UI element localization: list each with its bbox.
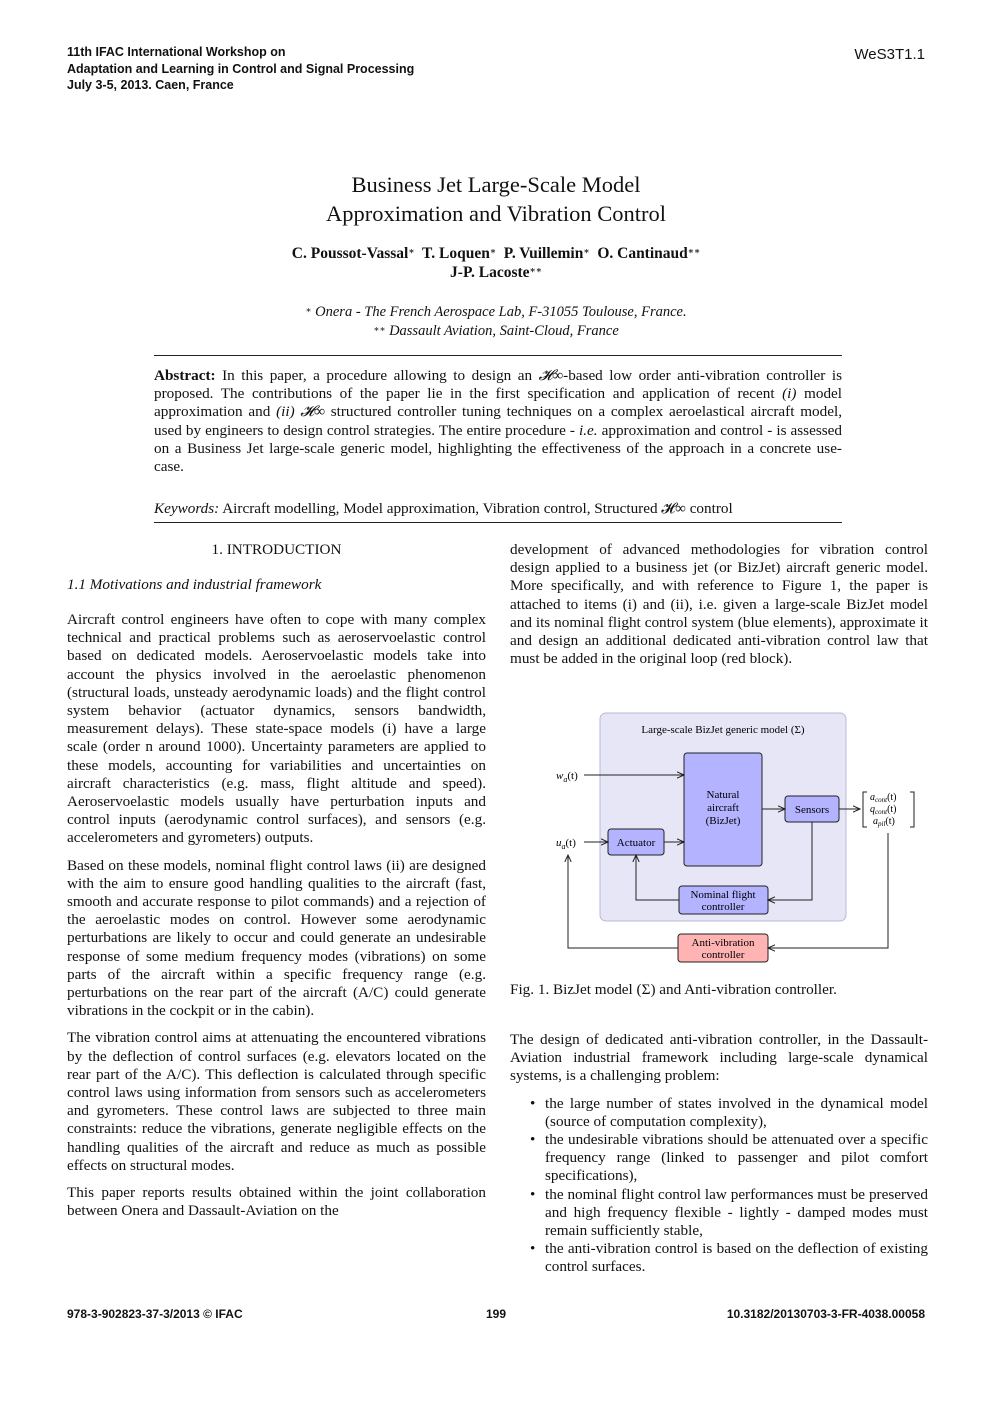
subsection-heading: 1.1 Motivations and industrial framework xyxy=(67,576,322,593)
header-line3: July 3-5, 2013. Caen, France xyxy=(67,78,234,92)
keywords: Keywords: Aircraft modelling, Model appr… xyxy=(154,500,842,518)
arrow-nominal-to-actuator xyxy=(636,855,679,901)
author-name: J-P. Lacoste xyxy=(450,264,530,281)
author-mark: ∗ xyxy=(583,246,590,256)
abstract-text: model approximation and xyxy=(154,385,842,421)
output-qcont-label: qcont(t) xyxy=(870,804,897,816)
figure-caption: Fig. 1. BizJet model (Σ) and Anti-vibrat… xyxy=(510,981,837,998)
output-apil-label: apil(t) xyxy=(873,816,895,828)
arrow-antivibration-to-ua xyxy=(568,855,678,949)
output-acont-label: acont(t) xyxy=(870,792,897,804)
affiliation-text: Onera - The French Aerospace Lab, F-3105… xyxy=(315,304,687,320)
abstract: Abstract: In this paper, a procedure all… xyxy=(154,367,842,476)
keywords-label: Keywords: xyxy=(154,500,220,517)
section-heading: 1. INTRODUCTION xyxy=(211,541,342,558)
affiliations: ∗ Onera - The French Aerospace Lab, F-31… xyxy=(0,303,992,341)
paragraph: development of advanced methodologies fo… xyxy=(510,541,928,668)
output-bracket-left xyxy=(862,791,867,828)
paragraph: Aircraft control engineers have often to… xyxy=(67,611,486,847)
author-name: C. Poussot-Vassal xyxy=(291,245,409,262)
affiliation-1: ∗ Onera - The French Aerospace Lab, F-31… xyxy=(0,303,992,322)
authors-line2: J-P. Lacoste∗∗ xyxy=(0,263,992,282)
challenge-list: the large number of states involved in t… xyxy=(510,1095,928,1277)
authors-line1: C. Poussot-Vassal∗ T. Loquen∗ P. Vuillem… xyxy=(0,244,992,263)
header-line1: 11th IFAC International Workshop on xyxy=(67,45,286,59)
abstract-text: In this paper, a procedure allowing to d… xyxy=(222,367,539,384)
paragraph: The design of dedicated anti-vibration c… xyxy=(510,1031,928,1085)
actuator-label: Actuator xyxy=(617,837,656,849)
paper-title: Business Jet Large-Scale Model Approxima… xyxy=(0,170,992,228)
abstract-math: 𝓗∞ xyxy=(538,367,564,384)
left-body: Aircraft control engineers have often to… xyxy=(67,611,486,1221)
conference-header: 11th IFAC International Workshop on Adap… xyxy=(67,44,414,94)
antivibration-label-2: controller xyxy=(702,949,745,961)
abstract-text: approximation and control - is assessed … xyxy=(154,421,842,476)
list-item: the anti-vibration control is based on t… xyxy=(510,1240,928,1276)
affiliation-2: ∗∗ Dassault Aviation, Saint-Cloud, Franc… xyxy=(0,322,992,341)
abstract-math: 𝓗∞ xyxy=(300,403,325,421)
natural-aircraft-label-3: (BizJet) xyxy=(706,815,741,827)
bizjet-block-diagram: Large-scale BizJet generic model (Σ) Nat… xyxy=(556,712,915,963)
paragraph: Based on these models, nominal flight co… xyxy=(67,856,486,1020)
list-item: the nominal flight control law performan… xyxy=(510,1186,928,1241)
keywords-bottom-rule xyxy=(154,522,842,523)
abstract-label: Abstract: xyxy=(154,367,216,384)
nominal-controller-label-1: Nominal flight xyxy=(690,889,755,901)
keywords-text: Aircraft modelling, Model approximation,… xyxy=(222,500,733,517)
author-mark: ∗ xyxy=(489,246,497,256)
author-mark: ∗∗ xyxy=(687,246,701,256)
abstract-text: structured controller tuning techniques … xyxy=(154,403,842,439)
affiliation-text: Dassault Aviation, Saint-Cloud, France xyxy=(389,323,619,339)
right-column-top: development of advanced methodologies fo… xyxy=(510,541,928,677)
antivibration-label-1: Anti-vibration xyxy=(692,937,755,949)
title-line1: Business Jet Large-Scale Model xyxy=(351,172,641,197)
list-item: the undesirable vibrations should be att… xyxy=(510,1131,928,1186)
input-wa-label: wa(t) xyxy=(556,770,578,784)
author-name: T. Loquen xyxy=(422,245,490,262)
sensors-label: Sensors xyxy=(795,804,829,816)
abstract-item-i: (i) xyxy=(782,385,797,403)
header-line2: Adaptation and Learning in Control and S… xyxy=(67,61,415,76)
left-column: 1. INTRODUCTION 1.1 Motivations and indu… xyxy=(67,541,486,1230)
model-group-label: Large-scale BizJet generic model (Σ) xyxy=(641,724,805,736)
abstract-item-ii: (ii) xyxy=(276,403,295,421)
footer-isbn: 978-3-902823-37-3/2013 © IFAC xyxy=(67,1307,243,1321)
right-column-bottom: The design of dedicated anti-vibration c… xyxy=(510,1031,928,1277)
paragraph: This paper reports results obtained with… xyxy=(67,1184,486,1220)
paragraph: The vibration control aims at attenuatin… xyxy=(67,1029,486,1174)
affiliation-mark: ∗∗ xyxy=(373,324,386,334)
session-code: WeS3T1.1 xyxy=(854,46,925,63)
natural-aircraft-label-1: Natural xyxy=(707,789,740,801)
arrow-sensors-to-nominal xyxy=(768,822,813,900)
author-name: P. Vuillemin xyxy=(503,245,584,262)
nominal-controller-label-2: controller xyxy=(702,901,745,913)
abstract-top-rule xyxy=(154,355,842,356)
natural-aircraft-label-2: aircraft xyxy=(707,802,739,814)
page-number: 199 xyxy=(485,1307,507,1321)
abstract-ie: i.e. xyxy=(579,421,598,439)
arrow-output-to-antivibration xyxy=(768,833,889,948)
footer-doi: 10.3182/20130703-3-FR-4038.00058 xyxy=(726,1307,925,1321)
list-item: the large number of states involved in t… xyxy=(510,1095,928,1131)
author-list: C. Poussot-Vassal∗ T. Loquen∗ P. Vuillem… xyxy=(0,244,992,282)
abstract-text: -based low order anti-vibration controll… xyxy=(154,367,842,403)
output-bracket-right xyxy=(910,791,915,828)
affiliation-mark: ∗ xyxy=(305,305,312,315)
input-ua-label: ua(t) xyxy=(556,837,576,851)
author-mark: ∗∗ xyxy=(529,265,542,275)
title-line2: Approximation and Vibration Control xyxy=(325,201,667,226)
author-name: O. Cantinaud xyxy=(597,245,688,262)
author-mark: ∗ xyxy=(408,246,415,256)
